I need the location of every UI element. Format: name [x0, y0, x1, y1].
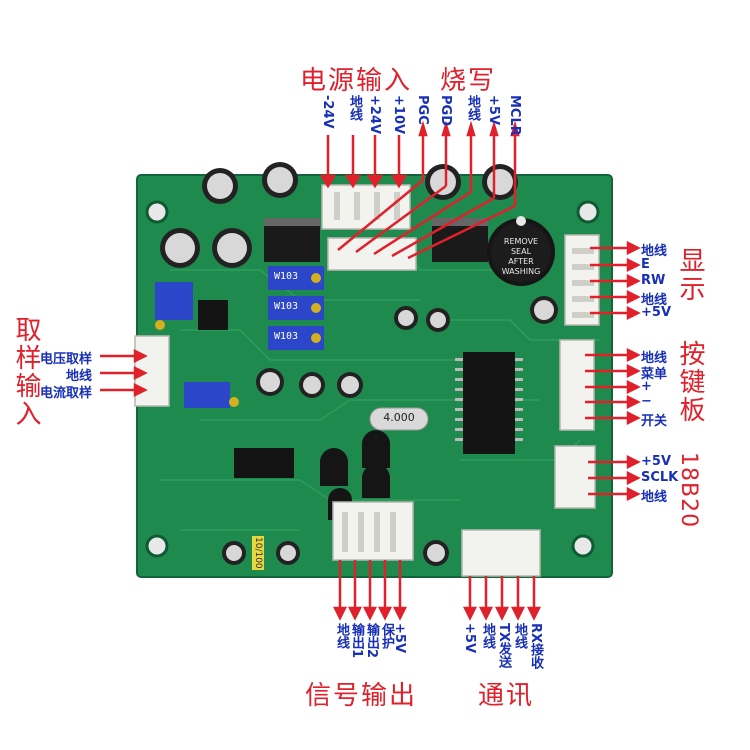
keypad-title: 按键板	[675, 340, 705, 424]
trimpot-label-3: W103	[274, 331, 299, 342]
top-pin-5: PGC	[415, 95, 430, 125]
comm-pin-1: +5V	[462, 623, 477, 653]
comm-pin-3: TX发送	[496, 623, 511, 668]
mounting-holes	[145, 200, 600, 558]
keypad-pin-4: −	[641, 394, 652, 409]
display-pin-3: RW	[641, 273, 666, 288]
signal-output-title: 信号输出	[305, 681, 418, 711]
top-pin-1: -24V	[320, 95, 335, 129]
top-pin-3: +24V	[367, 95, 382, 135]
comm-pin-2: 地线	[480, 623, 495, 649]
keypad-pin-3: +	[641, 379, 652, 394]
display-pin-5: +5V	[641, 305, 671, 320]
voltage-regulators	[264, 218, 488, 262]
comm-pin-4: 地线	[512, 623, 527, 649]
buzzer-text-4: WASHING	[502, 267, 541, 276]
capacitors	[160, 162, 558, 566]
sampling-input-title: 取样输入	[11, 316, 41, 428]
sampling-pin-2: 地线	[66, 369, 93, 384]
top-pin-2: 地线	[347, 95, 362, 121]
display-pin-1: 地线	[641, 244, 668, 259]
microcontroller-chip	[455, 352, 523, 454]
signal-pin-2: 输出1	[349, 623, 364, 659]
signal-pin-3: 输出2	[364, 623, 379, 659]
trimmer-potentiometers	[155, 266, 324, 408]
sensor-title: 18B20	[676, 452, 701, 529]
buzzer: REMOVE SEAL AFTER WASHING	[487, 216, 555, 286]
trimpot-label-1: W103	[274, 271, 299, 282]
display-pin-4: 地线	[641, 293, 668, 308]
keypad-pin-5: 开关	[641, 414, 668, 429]
connectors	[134, 184, 600, 577]
sensor-pin-3: 地线	[641, 490, 668, 505]
buzzer-text-2: SEAL	[511, 247, 532, 256]
top-pin-7: 地线	[465, 95, 480, 121]
top-pin-8: +5V	[486, 95, 501, 125]
sensor-pin-1: +5V	[641, 454, 671, 469]
connector-pins	[334, 192, 594, 552]
display-title: 显示	[675, 247, 705, 303]
signal-pin-1: 地线	[334, 623, 349, 649]
top-pin-4: +10V	[391, 95, 406, 135]
signal-pin-4: 保护	[379, 623, 394, 649]
signal-pin-5: +5V	[392, 623, 407, 653]
buzzer-text-1: REMOVE	[504, 237, 538, 246]
keypad-pin-1: 地线	[641, 351, 668, 366]
small-chips	[198, 300, 294, 478]
top-pin-9: MCLR	[507, 95, 522, 136]
programming-title: 烧写	[440, 66, 497, 96]
trimpot-label-2: W103	[274, 301, 299, 312]
top-pin-6: PGD	[438, 95, 453, 126]
sampling-pin-1: 电压取样	[40, 352, 93, 367]
communication-title: 通讯	[478, 681, 535, 711]
capacitor-label: 10/100	[252, 536, 264, 570]
crystal-oscillator	[369, 407, 429, 431]
power-input-title: 电源输入	[300, 66, 413, 96]
sensor-pin-2: SCLK	[641, 470, 679, 485]
buzzer-text-3: AFTER	[508, 257, 534, 266]
sampling-pin-3: 电流取样	[40, 386, 93, 401]
crystal-label: 4.000	[383, 411, 415, 424]
display-pin-2: E	[641, 257, 650, 272]
keypad-pin-2: 菜单	[641, 367, 668, 382]
comm-pin-5: RX接收	[528, 623, 543, 670]
pin-arrows	[100, 120, 641, 621]
